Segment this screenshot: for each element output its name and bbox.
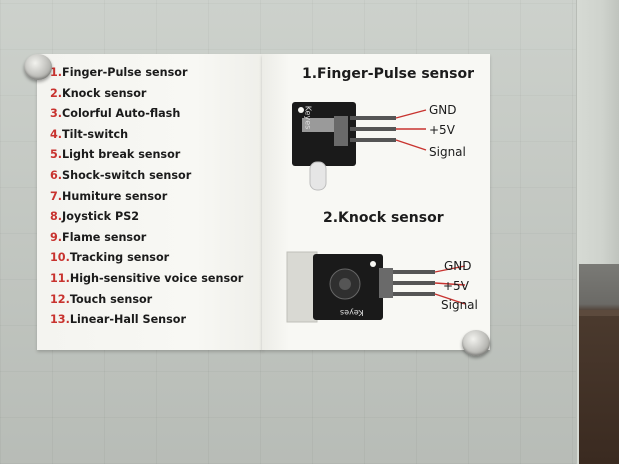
- module1-board-label: Keyes: [303, 105, 313, 130]
- list-item: 2.Knock sensor: [50, 86, 147, 100]
- list-item: 11.High-sensitive voice sensor: [50, 271, 244, 285]
- module2-pin: [393, 270, 435, 274]
- module1-mount-hole: [298, 107, 304, 113]
- module2-pin-label-5v: +5V: [443, 279, 469, 293]
- module1-title: 1.Finger-Pulse sensor: [302, 66, 474, 82]
- module1-connector: [334, 116, 348, 146]
- module2-pin-label-gnd: GND: [444, 259, 472, 273]
- magnet-bottom-right: [462, 330, 490, 356]
- knock-module-diagram: [286, 251, 466, 323]
- sensor-list: 1.Finger-Pulse sensor 2.Knock sensor 3.C…: [50, 63, 243, 331]
- module2-sensor-housing: [286, 251, 318, 323]
- module2-wire: [434, 293, 466, 305]
- module2-pin: [393, 292, 435, 296]
- booklet-left-page: 1.Finger-Pulse sensor 2.Knock sensor 3.C…: [37, 54, 263, 350]
- module1-pin: [350, 138, 396, 142]
- list-item: 6.Shock-switch sensor: [50, 168, 192, 182]
- list-item: 8.Joystick PS2: [50, 210, 140, 224]
- module2-connector: [379, 268, 393, 298]
- module1-wire: [395, 109, 427, 119]
- list-item: 12.Touch sensor: [50, 292, 153, 306]
- module2-mount-hole: [370, 261, 376, 267]
- list-item: 4.Tilt-switch: [50, 127, 129, 141]
- list-item: 3.Colorful Auto-flash: [50, 107, 181, 121]
- list-item: 5.Light break sensor: [50, 148, 181, 162]
- list-item: 9.Flame sensor: [50, 230, 147, 244]
- module1-pin: [350, 127, 396, 131]
- module2-pin: [393, 281, 435, 285]
- list-item: 10.Tracking sensor: [50, 251, 170, 265]
- finger-pulse-module-diagram: [292, 102, 427, 191]
- module1-wire: [395, 139, 427, 151]
- list-item: 1.Finger-Pulse sensor: [50, 66, 188, 79]
- module2-pin-label-signal: Signal: [441, 298, 478, 312]
- module1-pin-label-5v: +5V: [429, 123, 455, 137]
- module2-title: 2.Knock sensor: [323, 210, 444, 226]
- module2-wire: [434, 282, 466, 286]
- module2-board-label: Keyes: [340, 308, 364, 317]
- magnet-top-left: [24, 54, 52, 80]
- module1-pin-label-gnd: GND: [429, 103, 457, 117]
- list-item: 13.Linear-Hall Sensor: [50, 313, 187, 327]
- module1-sensor-body: [302, 118, 338, 132]
- shelf-edge: [579, 264, 619, 464]
- list-item: 7.Humiture sensor: [50, 189, 168, 203]
- module2-wire: [434, 265, 466, 273]
- module1-pin: [350, 116, 396, 120]
- module1-led: [309, 161, 327, 191]
- module1-pin-label-signal: Signal: [429, 145, 466, 159]
